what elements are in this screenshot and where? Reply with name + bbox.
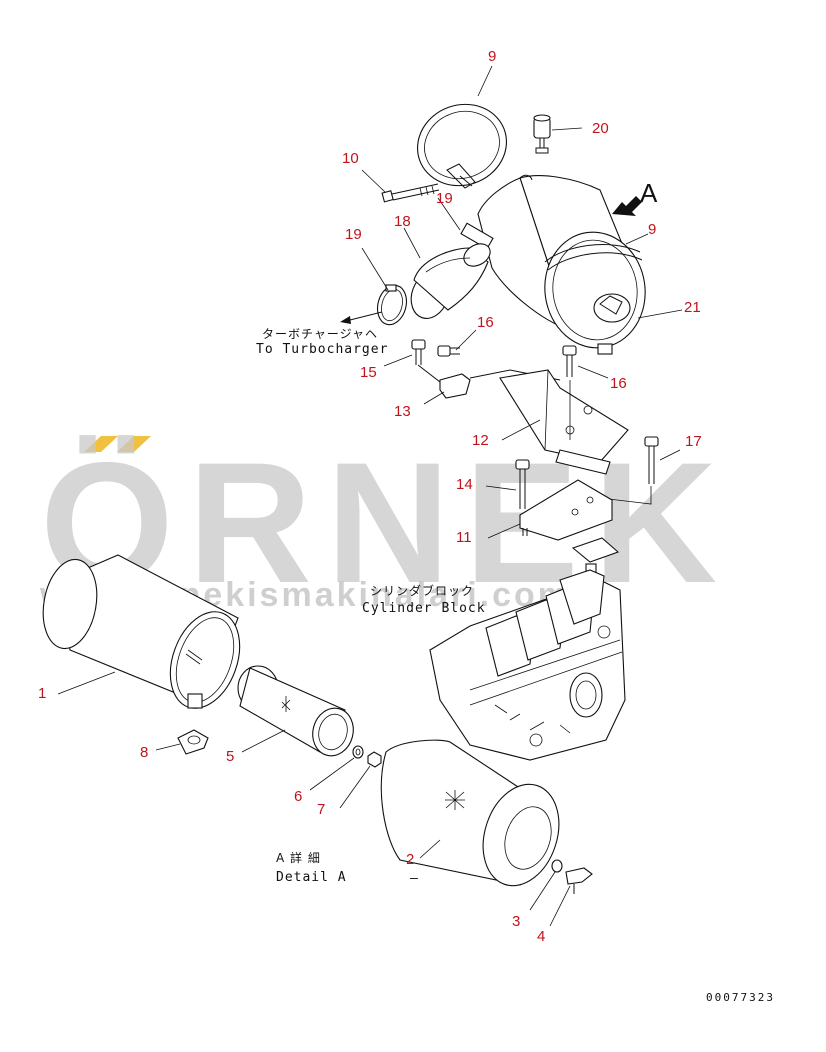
bolt-17-part — [599, 436, 659, 505]
cylinder-block-label-jp: シリンダブロック — [370, 583, 474, 598]
part-number-18: 18 — [394, 213, 411, 230]
element-5-part — [237, 665, 354, 757]
detail-label-jp: A 詳 細 — [276, 850, 321, 865]
part-number-20: 20 — [592, 120, 609, 137]
bolt-16-a-part — [437, 345, 460, 357]
part-number-9-side: 9 — [648, 221, 656, 238]
part-number-15: 15 — [360, 364, 377, 381]
detail-label-en: Detail A — [276, 870, 347, 885]
part-number-12: 12 — [472, 432, 489, 449]
valve-8-part — [177, 729, 209, 755]
band-clamp-part — [417, 103, 507, 189]
part-number-6: 6 — [294, 788, 302, 805]
turbo-label-jp: ターボチャージャヘ — [262, 327, 378, 341]
hose-clamp-part — [376, 284, 408, 326]
washer-6-part — [352, 745, 364, 759]
bolt-10-part — [381, 183, 440, 203]
bracket-12-part — [499, 369, 629, 475]
part-number-21: 21 — [684, 299, 701, 316]
part-number-1: 1 — [38, 685, 46, 702]
dust-indicator-part — [533, 114, 551, 154]
watermark-accent-left — [84, 436, 118, 452]
wing-nut-4-part — [565, 867, 593, 894]
air-cleaner-body-part — [460, 174, 646, 355]
part-number-13: 13 — [394, 403, 411, 420]
view-letter-a: A — [640, 178, 658, 208]
part-number-4: 4 — [537, 928, 545, 945]
drawing-code: 00077323 — [706, 991, 775, 1004]
part-number-19-b: 19 — [345, 226, 362, 243]
element-2-part — [380, 739, 560, 887]
part-number-14: 14 — [456, 476, 473, 493]
part-number-8: 8 — [140, 744, 148, 761]
turbo-label-en: To Turbocharger — [256, 342, 388, 357]
view-arrow-icon — [612, 196, 642, 216]
hose-elbow-part — [410, 243, 491, 319]
cylinder-block-label-en: Cylinder Block — [362, 601, 486, 616]
part-number-3: 3 — [512, 913, 520, 930]
part-number-10: 10 — [342, 150, 359, 167]
turbo-arrow — [340, 311, 383, 324]
part-number-16-a: 16 — [477, 314, 494, 331]
housing-1-part — [42, 554, 241, 709]
part-number-labels: 9 20 10 19 18 19 9 21 16 15 16 13 12 17 … — [38, 48, 702, 945]
part-number-7: 7 — [317, 801, 325, 818]
part-number-11: 11 — [456, 529, 472, 546]
washer-3-part — [551, 859, 563, 873]
part-number-9-top: 9 — [488, 48, 496, 65]
bolt-14-part — [515, 459, 530, 509]
part-number-16-b: 16 — [610, 375, 627, 392]
bolt-15-part — [411, 339, 426, 365]
watermark-accent-right — [117, 436, 151, 452]
part-number-2: 2 — [406, 851, 414, 868]
nut-7-part — [367, 751, 382, 768]
detail-dash: – — [410, 871, 419, 886]
part-number-17: 17 — [685, 433, 702, 450]
bolt-16-b-part — [562, 345, 577, 440]
part-number-19-a: 19 — [436, 190, 453, 207]
cylinder-block-part — [429, 569, 626, 761]
part-number-5: 5 — [226, 748, 234, 765]
leader-lines — [57, 65, 683, 927]
